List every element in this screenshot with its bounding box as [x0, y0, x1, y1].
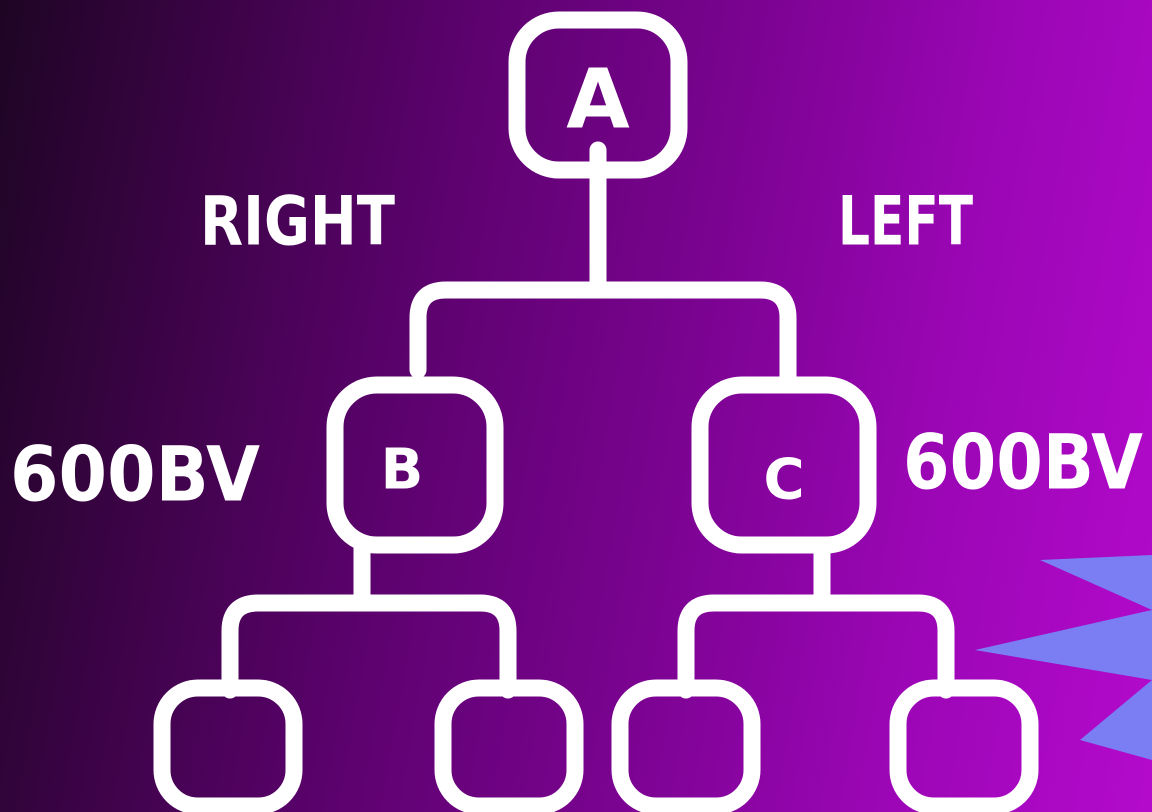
value-label-right: 600BV — [903, 418, 1143, 507]
label-left: LEFT — [838, 183, 973, 262]
node-c: C — [691, 376, 877, 554]
value-label-left: 600BV — [10, 430, 260, 519]
connector-c-to-leaves — [677, 536, 955, 699]
label-right: RIGHT — [200, 183, 395, 262]
node-a: A — [508, 11, 688, 179]
node-b-label: B — [381, 438, 424, 503]
node-c-label: C — [763, 448, 804, 513]
leaf-node-3 — [611, 679, 761, 812]
connector-root-to-children — [409, 141, 797, 389]
node-a-label: A — [566, 53, 630, 148]
leaf-node-4 — [889, 679, 1039, 812]
leaf-node-1 — [153, 679, 303, 812]
leaf-node-2 — [434, 679, 584, 812]
connector-b-to-leaves — [221, 536, 517, 699]
node-b: B — [326, 376, 504, 554]
accent-burst-shape — [975, 555, 1152, 760]
